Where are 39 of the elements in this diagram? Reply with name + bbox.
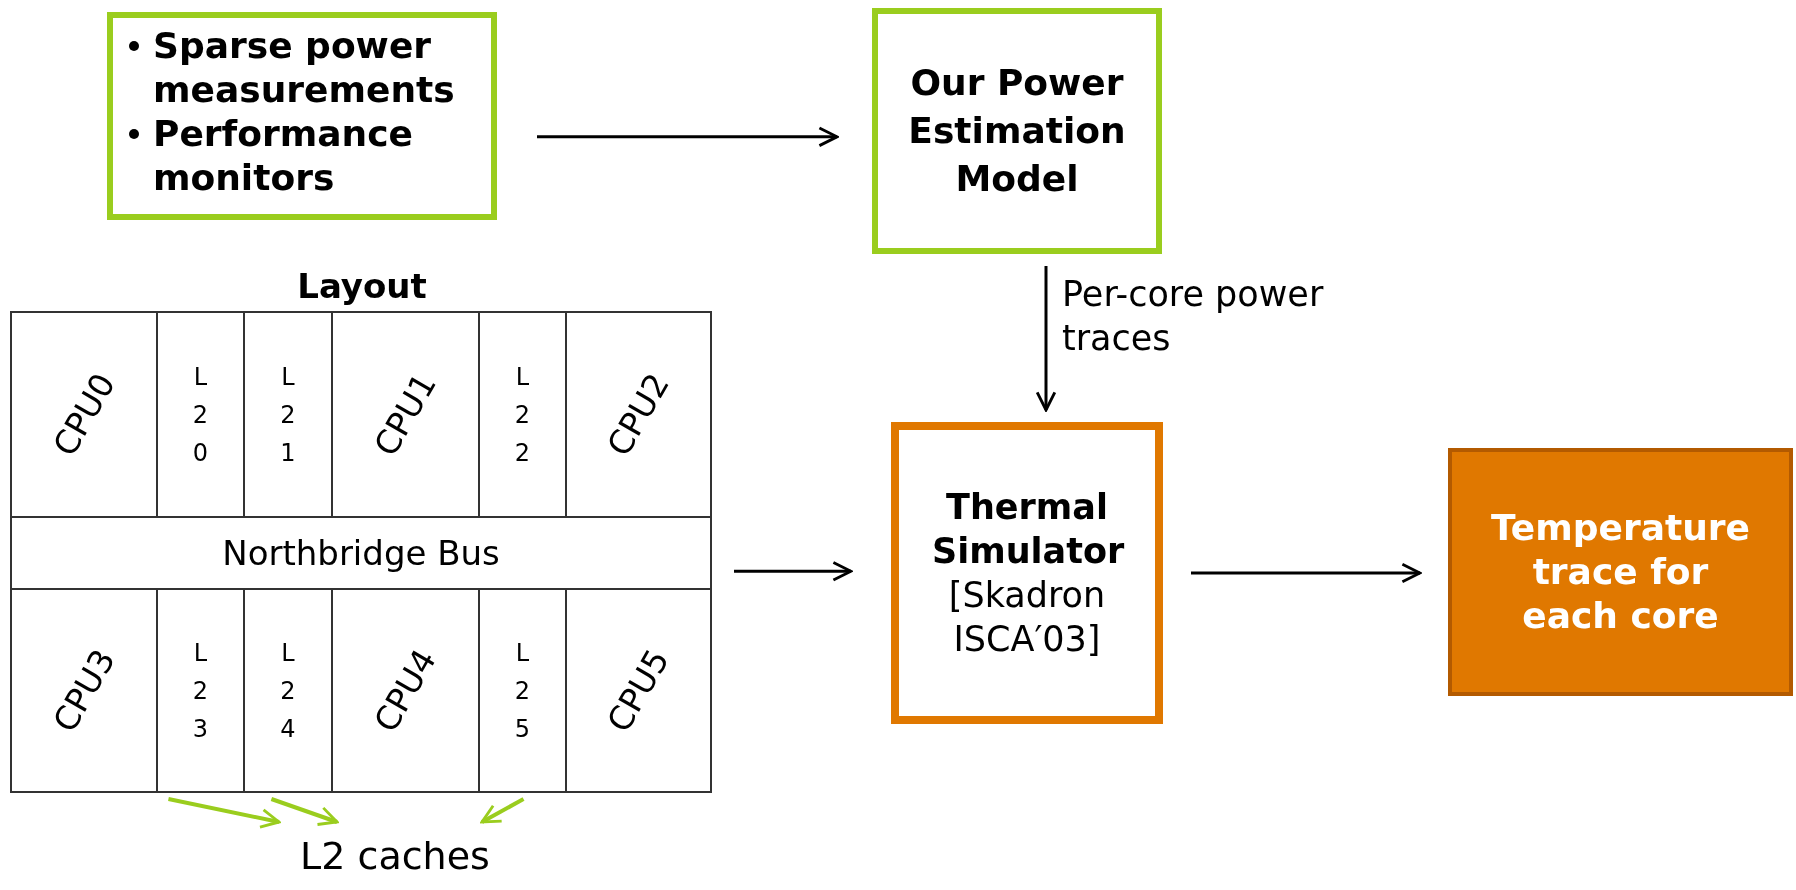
arrow <box>537 126 839 148</box>
arrow <box>734 561 853 582</box>
cache-cell <box>245 590 333 793</box>
cache-label: L24 <box>280 637 296 745</box>
cpu-cell <box>567 590 712 793</box>
cache-label: L23 <box>192 637 209 745</box>
layout-heading: Layout <box>296 265 428 307</box>
cache-cell <box>158 313 245 518</box>
cache-cell <box>480 590 567 793</box>
bus-cell <box>12 518 712 590</box>
cache-label: L22 <box>514 361 531 469</box>
process-box <box>872 8 1162 254</box>
box-title: Our Power Estimation Model <box>907 61 1127 201</box>
bus-label: Northbridge Bus <box>222 533 500 573</box>
arrow <box>1191 562 1422 584</box>
simulator-box <box>891 422 1163 724</box>
leader-arrow <box>168 797 281 829</box>
cache-cell <box>245 313 333 518</box>
bullet-item: Sparse power measurements <box>123 24 481 112</box>
box-title: Thermal Simulator <box>932 486 1122 573</box>
cpu-cell <box>333 313 480 518</box>
cache-label: L25 <box>514 637 531 745</box>
cache-cell <box>480 313 567 518</box>
bullet-item: Performance monitors <box>123 112 481 200</box>
leader-arrow <box>270 797 339 826</box>
cpu-cell <box>333 590 480 793</box>
cpu-cell <box>567 313 712 518</box>
cache-cell <box>158 590 245 793</box>
box-title: Temperature trace for each core <box>1490 506 1751 638</box>
annotation-text: L2 caches <box>299 833 491 880</box>
leader-arrow <box>480 797 525 824</box>
citation-text: [Skadron ISCA′03] <box>947 574 1107 661</box>
cache-label: L21 <box>280 361 296 469</box>
arrow <box>1035 266 1057 412</box>
cache-label: L20 <box>192 361 209 469</box>
cpu-cell <box>12 313 158 518</box>
input-box <box>107 12 497 220</box>
output-box <box>1448 448 1793 696</box>
cpu-cell <box>12 590 158 793</box>
